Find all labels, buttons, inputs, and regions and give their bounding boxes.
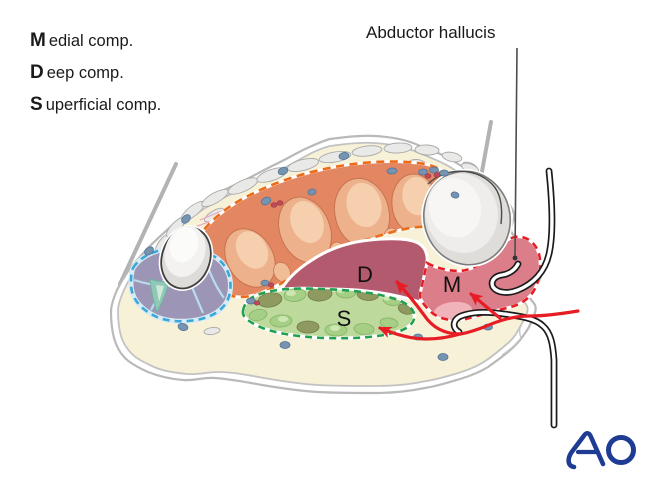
retractor-upper	[488, 167, 556, 296]
vein-dot	[181, 214, 191, 224]
vein-dot	[386, 167, 398, 175]
superficial-muscle	[353, 323, 375, 335]
arrow-to-deep	[395, 280, 462, 336]
superficial-muscle-highlight	[286, 290, 296, 296]
legend-text-medial: edial comp.	[48, 32, 134, 50]
lateral-dashed-border	[129, 246, 232, 323]
deep-compartment-label: D	[357, 262, 373, 287]
interosseous-muscle-center	[235, 231, 269, 269]
vein-dot	[277, 166, 289, 176]
tendon	[351, 145, 383, 157]
interosseous-dashed-border	[194, 160, 448, 299]
tendon	[414, 144, 440, 156]
vein-dot	[307, 188, 317, 196]
medial-compartment-label: M	[443, 272, 461, 297]
abductor-leader-line	[512, 47, 518, 261]
vein-dot	[450, 191, 460, 199]
vein-dot	[418, 168, 428, 176]
legend-key-deep: D	[30, 62, 44, 83]
superficial-compartment-label: S	[337, 306, 352, 331]
artery-dot	[270, 202, 278, 208]
vein-dot	[338, 152, 350, 160]
vein-dot	[260, 279, 270, 287]
ao-logo: AO	[566, 431, 636, 470]
superficial-muscle-highlight	[336, 288, 346, 293]
superficial-dashed-border	[241, 287, 416, 340]
artery-dot	[267, 282, 275, 288]
metatarsal-bone-right	[421, 168, 513, 268]
tendon	[203, 326, 221, 336]
superficial-muscle	[307, 288, 333, 302]
superficial-compartment-region	[241, 286, 417, 340]
vein-dot	[144, 246, 154, 256]
arrow-to-superficial	[378, 326, 462, 341]
legend-text-superficial: uperficial comp.	[45, 96, 162, 114]
metatarsal-bone-left	[158, 225, 214, 291]
ao-logo-letter-a	[566, 431, 606, 470]
artery-dot	[433, 172, 441, 178]
artery-dot	[276, 200, 284, 206]
superficial-muscle-highlight	[278, 316, 288, 322]
superficial-muscle-highlight	[330, 325, 340, 331]
vein-dot	[437, 353, 449, 361]
tendon	[383, 142, 413, 154]
artery-dot	[424, 173, 432, 179]
vein-dot	[279, 341, 291, 349]
superficial-muscle	[296, 320, 320, 334]
incision-edge-line	[501, 317, 529, 356]
legend-key-superficial: S	[30, 94, 43, 115]
interosseous-muscle-center	[346, 182, 382, 228]
vein-dot	[429, 166, 439, 174]
ao-logo-letter-o	[606, 435, 636, 465]
vein-dot	[439, 169, 449, 177]
interosseous-region	[194, 160, 448, 299]
interosseous-muscle-center	[290, 200, 324, 244]
tendon	[441, 151, 463, 163]
legend-key-medial: M	[30, 30, 46, 51]
incision-arrows	[378, 280, 580, 341]
superficial-muscle	[248, 308, 268, 322]
retractor-handle-left	[118, 162, 178, 286]
retractor-lower	[450, 308, 558, 429]
artery-dot	[253, 300, 261, 306]
legend-text-deep: eep comp.	[46, 64, 124, 82]
arrow-to-medial	[469, 292, 502, 320]
vein-dot	[177, 322, 189, 332]
vein-dot	[260, 196, 272, 206]
approach-trunk-arrow	[458, 309, 580, 336]
abductor-hallucis-label: Abductor hallucis	[366, 23, 496, 42]
